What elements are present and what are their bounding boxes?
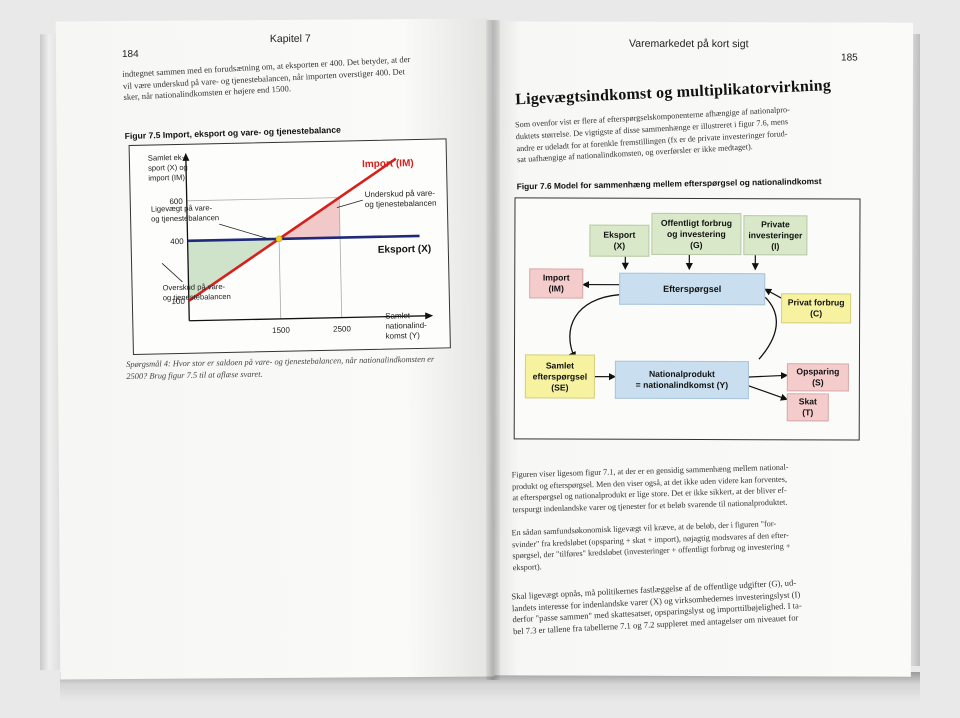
export-series-label: Eksport (X) [378,244,432,256]
box-label: Private [761,218,790,229]
x-tick-label: 2500 [333,324,352,333]
box-label: (I) [771,240,780,251]
box-label: Skat [798,396,817,407]
box-label: Efterspørgsel [663,283,722,294]
import-line [188,157,397,302]
skat-box: Skat(T) [786,393,829,422]
y-tick-label: 600 [169,197,183,206]
left-page: 184 Kapitel 7 indtegnet sammen med en fo… [55,18,495,680]
box-label: Import [542,272,570,283]
deficit-pointer [336,199,363,209]
diagram-arrows [568,250,789,401]
equilibrium-point [275,235,283,243]
box-label: Nationalprodukt [648,368,715,380]
guide-line [278,238,282,319]
import-box: Import(IM) [529,268,584,299]
box-label: efterspørgsel [532,370,588,382]
paragraph-2: En sådan samfundsøkonomisk ligevægt vil … [511,515,856,573]
surplus-pointer [161,263,183,283]
surplus-label: Overskud på vare- [162,282,225,292]
x-axis-label: Samlet [385,311,411,321]
paragraph-3: Skal ligevægt opnås, må politikernes fas… [511,575,857,638]
eksport-box: Eksport(X) [589,224,650,257]
y-tick-label: 400 [170,237,184,246]
spine-shadow [486,20,500,680]
figure-caption: Figur 7.6 Model for sammenhæng mellem ef… [516,176,822,192]
equilibrium-pointer [219,223,270,240]
box-label: (S) [812,377,824,388]
efterspoergsel-box: Efterspørgsel [619,272,766,306]
deficit-label: Underskud på vare- [365,189,436,199]
x-tick-label: 1500 [272,326,291,335]
y-tick-label: 100 [171,297,185,306]
y-axis-label: import (IM) [148,173,185,183]
page-number: 185 [840,52,858,64]
figure-7-5: 600 400 100 1500 2500 Samlet ek- sport (… [128,138,451,355]
arrow [746,371,789,380]
box-label: (X) [613,240,626,251]
box-label: Opsparing [796,366,840,377]
question-4: Spørgsmål 4: Hvor stor er saldoen på var… [126,353,466,382]
box-label: (C) [810,308,823,319]
box-label: (IM) [548,283,564,294]
box-label: Eksport [603,229,636,240]
box-label: (G) [690,239,703,250]
deficit-label: og tjenestebalancen [365,199,437,209]
privat-forbrug-box: Privat forbrug(C) [781,293,852,324]
box-label: Privat forbrug [787,297,845,308]
right-page: Varemarkedet på kort sigt 185 Ligevægtsi… [492,21,914,677]
running-head: Varemarkedet på kort sigt [629,37,749,51]
page-number: 184 [121,48,139,61]
box-label: (SE) [551,381,569,393]
box-label: og investering [667,228,726,239]
nationalprodukt-box: Nationalprodukt= nationalindkomst (Y) [614,360,749,400]
paragraph-1: Figuren viser ligesom figur 7.1, at der … [512,460,857,516]
x-axis-arrow [425,312,434,320]
intro-paragraph: Som ovenfor vist er flere af efterspørgs… [515,100,857,166]
box-label: Samlet [545,359,575,371]
arrow [568,294,620,360]
box-label: = nationalindkomst (Y) [635,379,729,391]
x-axis [189,315,428,322]
guide-line [186,197,340,202]
box-label: Offentligt forbrug [660,217,733,228]
intro-paragraph: indtegnet sammen med en forudsætning om,… [122,50,479,103]
y-axis-arrow [182,152,190,161]
surplus-label: og tjenestebalancen [163,292,231,302]
arrow [746,384,788,401]
running-head: Kapitel 7 [269,32,311,46]
y-axis-label: Samlet ek- [148,153,185,163]
figure-caption: Figur 7.5 Import, eksport og vare- og tj… [124,124,342,142]
y-axis-label: sport (X) og [148,163,188,173]
x-axis-label: komst (Y) [386,331,421,341]
x-axis-label: nationalind- [385,321,427,331]
y-axis [185,158,190,321]
arrow [758,296,777,360]
opsparing-box: Opsparing(S) [786,363,849,392]
box-label: investeringer [748,229,803,240]
box-label: (T) [802,407,814,418]
equilibrium-label: og tjenestebalancen [151,213,219,223]
import-export-chart: 600 400 100 1500 2500 Samlet ek- sport (… [148,152,437,341]
guide-line [338,197,343,318]
equilibrium-label: Ligevægt på vare- [151,203,213,213]
import-series-label: Import (IM) [362,158,414,170]
export-line [187,234,420,243]
